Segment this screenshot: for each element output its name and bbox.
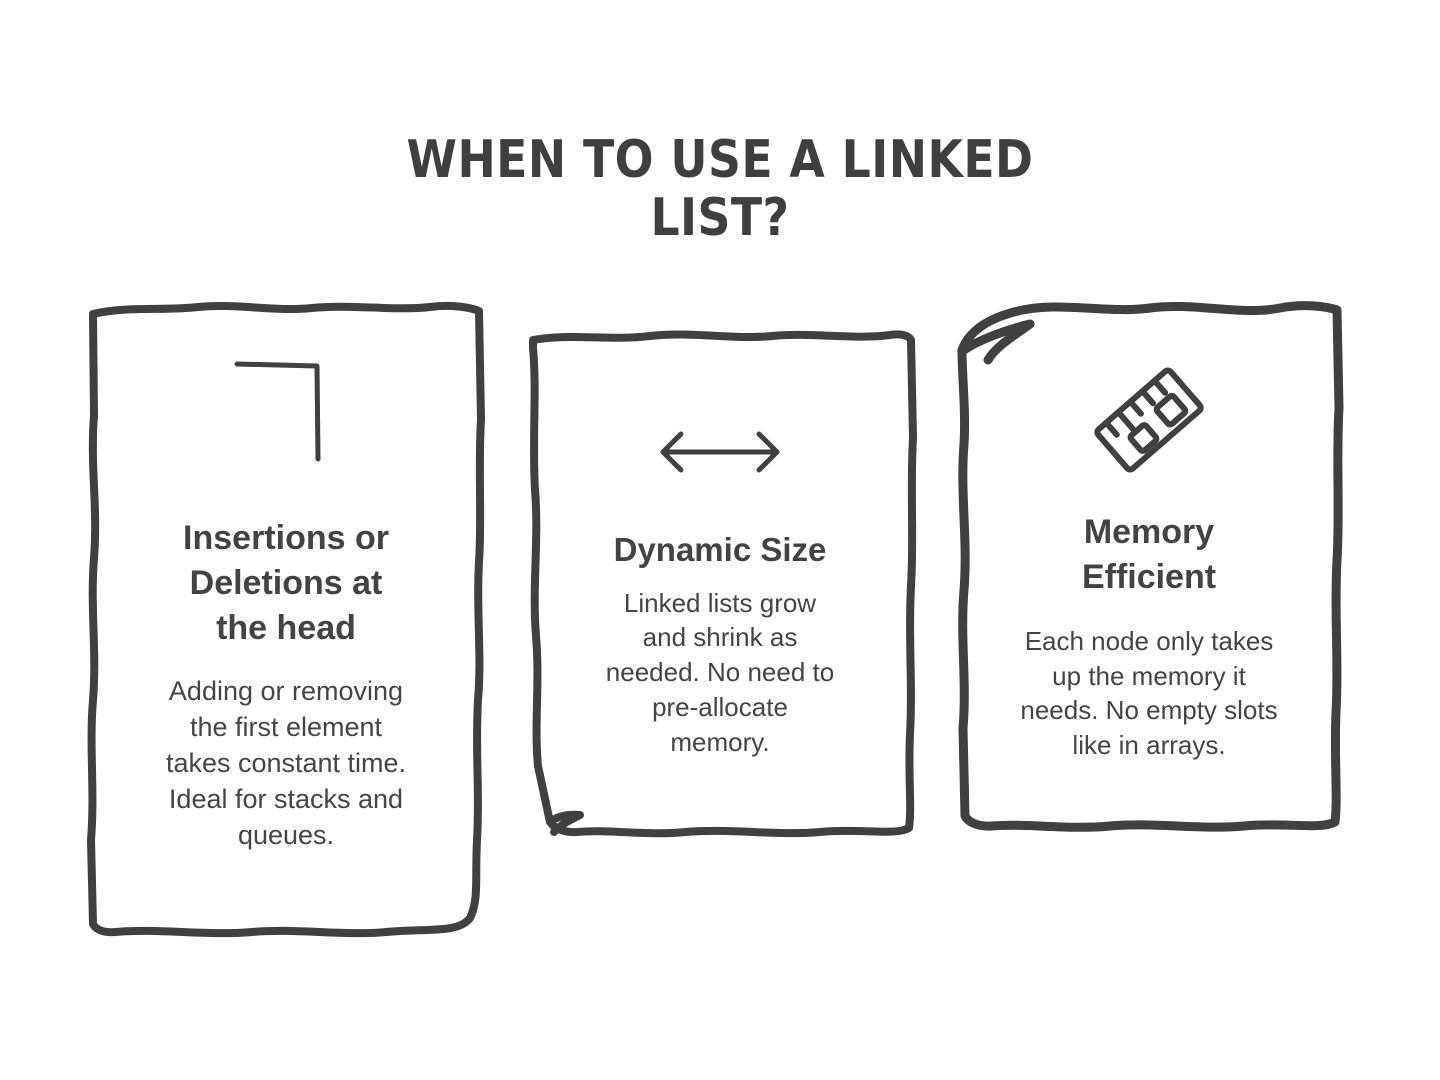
corner-line-icon (234, 361, 321, 461)
card-heading: Insertions or Deletions at the head (183, 519, 389, 647)
card-dynamic-size[interactable]: Dynamic Size Linked lists grow and shrin… (524, 328, 917, 846)
ruler-icon (1094, 367, 1204, 473)
card-description: Adding or removing the first element tak… (165, 675, 407, 851)
card-description: Linked lists grow and shrink as needed. … (605, 587, 835, 757)
card-insertions-deletions[interactable]: Insertions or Deletions at the head Addi… (86, 300, 486, 942)
double-arrow-horizontal-icon (660, 431, 780, 473)
card-body: Dynamic Size Linked lists grow and shrin… (524, 528, 916, 760)
card-memory-efficient[interactable]: Memory Efficient Each node only takes up… (954, 298, 1344, 844)
card-description: Each node only takes up the memory it ne… (1020, 625, 1278, 761)
card-body: Memory Efficient Each node only takes up… (954, 510, 1344, 763)
card-icon-wrap (954, 350, 1344, 490)
page-title: When to use a Linked List? (406, 129, 1034, 249)
card-icon-wrap (524, 406, 916, 498)
card-heading: Memory Efficient (1081, 513, 1217, 596)
card-body: Insertions or Deletions at the head Addi… (86, 516, 486, 853)
card-icon-wrap (86, 346, 486, 466)
card-heading: Dynamic Size (613, 531, 827, 568)
